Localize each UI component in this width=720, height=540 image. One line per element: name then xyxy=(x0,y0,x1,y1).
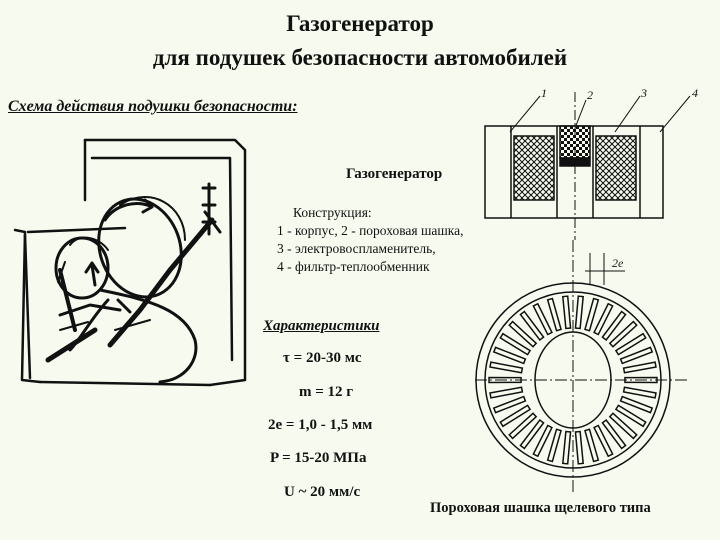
slotted-grain-drawing xyxy=(475,240,690,495)
grain-slot xyxy=(619,395,654,414)
grain-slot xyxy=(601,310,627,342)
grain-slot xyxy=(519,310,545,342)
generator-title: Газогенератор xyxy=(346,166,443,182)
grain-slot xyxy=(593,424,614,458)
grain-slot xyxy=(593,302,614,336)
param-mass: m = 12 г xyxy=(299,384,354,400)
grain-slot xyxy=(546,297,562,332)
grain-slot xyxy=(574,295,585,330)
gap-dimension-label: 2е xyxy=(612,256,624,270)
param-pressure: P = 15-20 МПа xyxy=(270,450,367,466)
grain-slot xyxy=(499,332,532,356)
grain-slot xyxy=(492,395,527,414)
grain-slot xyxy=(608,412,638,440)
grain-slot xyxy=(584,297,600,332)
param-gap: 2е = 1,0 - 1,5 мм xyxy=(268,417,373,433)
grain-slot xyxy=(492,346,527,365)
construction-list: Конструкция: 1 - корпус, 2 - пороховая ш… xyxy=(277,204,463,276)
characteristics-header: Характеристики xyxy=(263,318,380,334)
grain-slot xyxy=(601,418,627,450)
grain-slot xyxy=(508,412,538,440)
airbag-scheme-heading: Схема действия подушки безопасности: xyxy=(8,98,298,115)
grain-slot xyxy=(488,376,522,384)
grain-slot xyxy=(532,302,553,336)
grain-slot xyxy=(622,361,657,374)
construction-item: 3 - электровоспламенитель, xyxy=(277,241,436,256)
callout-2: 2 xyxy=(587,88,593,102)
param-tau: τ = 20-30 мс xyxy=(283,350,362,366)
page-title: Газогенератор xyxy=(286,11,434,36)
grain-slot xyxy=(624,376,658,384)
grain-slot xyxy=(584,428,600,463)
construction-item: 1 - корпус, 2 - пороховая шашка, xyxy=(277,223,464,238)
generator-cross-section xyxy=(484,92,691,240)
param-velocity: U ~ 20 мм/с xyxy=(284,484,361,500)
construction-header: Конструкция: xyxy=(293,205,372,220)
page-subtitle: для подушек безопасности автомобилей xyxy=(152,45,568,70)
grain-slot xyxy=(608,320,638,348)
grain-slot xyxy=(561,295,572,330)
grain-slot xyxy=(614,404,647,428)
grain-slot xyxy=(622,386,657,399)
grain-slot xyxy=(489,386,524,399)
grain-slot xyxy=(619,346,654,365)
grain-slot xyxy=(508,320,538,348)
grain-slot xyxy=(574,430,585,465)
grain-slot xyxy=(546,428,562,463)
grain-caption: Пороховая шашка щелевого типа xyxy=(430,500,651,516)
callout-4: 4 xyxy=(692,86,698,100)
grain-slot xyxy=(519,418,545,450)
grain-slot xyxy=(561,430,572,465)
grain-slot xyxy=(532,424,553,458)
grain-slot xyxy=(499,404,532,428)
grain-slot xyxy=(614,332,647,356)
construction-item: 4 - фильтр-теплообменник xyxy=(277,259,430,274)
grain-slot xyxy=(489,361,524,374)
airbag-illustration xyxy=(13,138,247,387)
callout-3: 3 xyxy=(641,86,647,100)
callout-1: 1 xyxy=(541,86,547,100)
